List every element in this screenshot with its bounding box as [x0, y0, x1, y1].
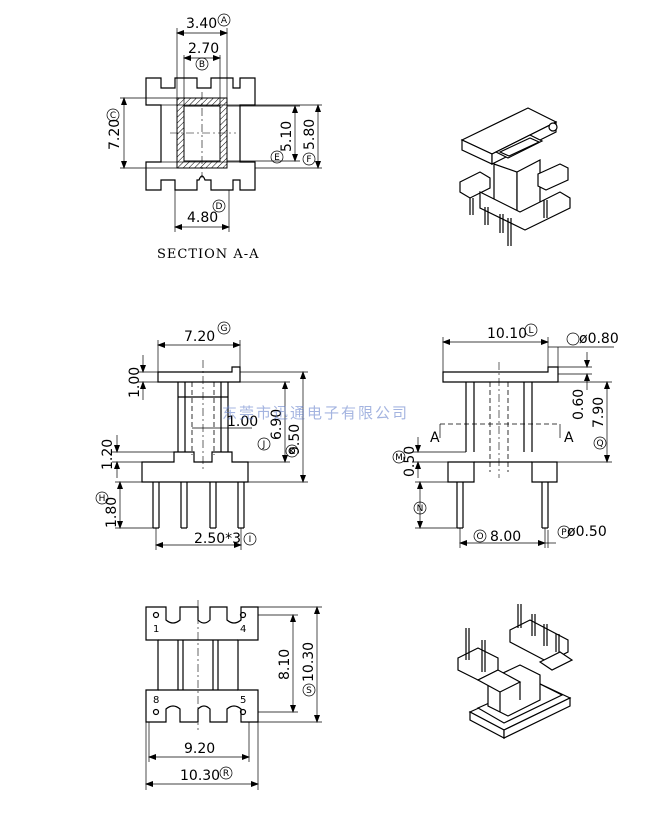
dim-1-80: 1.80: [104, 497, 120, 528]
callout-j: J: [262, 440, 266, 450]
callout-q: Q: [596, 439, 603, 449]
callout-o: O: [476, 532, 483, 542]
dim-8-10: 8.10: [277, 649, 293, 680]
dim-dia-0-80: ø0.80: [579, 331, 619, 347]
dim-7-20-a: 7.20: [107, 119, 123, 150]
pin-label-1: 1: [153, 624, 159, 635]
section-arrow-a-right: A: [564, 430, 574, 446]
section-view: 3.40 A 2.70 B 7.20 C 5.10 E 5.80 F 4.80 …: [106, 13, 322, 262]
front-view: 7.20 G 1.00 1.00 6.90 J 9.50 K 1.20 1.8: [95, 321, 308, 550]
isometric-view-top: [459, 107, 571, 246]
callout-h: H: [99, 494, 106, 504]
callout-a: A: [221, 16, 228, 26]
dim-9-50: 9.50: [287, 424, 303, 455]
dim-6-90: 6.90: [269, 409, 285, 440]
dim-5-80: 5.80: [302, 119, 318, 150]
callout-l: L: [528, 326, 533, 336]
dim-1-20: 1.20: [100, 439, 116, 470]
pin-label-4: 4: [240, 624, 246, 635]
dim-7-90: 7.90: [591, 397, 607, 428]
dim-0-60: 0.60: [571, 389, 587, 420]
isometric-view-bottom: [457, 604, 574, 739]
bottom-view: 1 4 8 5 8.10 10.30 S 9.20 10.30 R: [145, 600, 322, 790]
callout-c: C: [110, 111, 116, 121]
dim-7-20-b: 7.20: [184, 329, 215, 345]
dim-4-80: 4.80: [187, 210, 218, 226]
callout-p: P: [561, 528, 567, 538]
dim-0-50-a: 0.50: [402, 446, 418, 477]
callout-g: G: [221, 324, 228, 334]
dim-10-30-v: 10.30: [301, 642, 317, 682]
callout-f: F: [306, 155, 311, 165]
callout-d: D: [216, 202, 223, 212]
dim-2-50x3: 2.50*3: [194, 531, 241, 547]
dim-2-70: 2.70: [188, 41, 219, 57]
dim-dia-0-50: ø0.50: [567, 524, 607, 540]
watermark-text: 东莞市迅通电子有限公司: [222, 404, 409, 422]
dim-9-20: 9.20: [184, 741, 215, 757]
dim-10-30-h: 10.30: [180, 768, 220, 784]
callout-k: K: [289, 447, 296, 457]
pin-label-8: 8: [153, 695, 159, 706]
callout-s: S: [306, 686, 312, 696]
side-view: A A 10.10 L ø0.80 0.60 7.90 Q 0.5: [392, 323, 619, 548]
dim-1-00-b: 1.00: [227, 414, 258, 430]
pin-label-5: 5: [240, 695, 246, 706]
dim-1-00-a: 1.00: [127, 367, 143, 398]
callout-r: R: [223, 769, 229, 779]
callout-i: I: [249, 535, 252, 545]
dim-10-10: 10.10: [487, 326, 527, 342]
callout-m: M: [395, 453, 403, 463]
section-label: SECTION A-A: [157, 247, 259, 262]
dim-5-10: 5.10: [279, 121, 295, 152]
dim-3-40: 3.40: [186, 16, 217, 32]
section-arrow-a-left: A: [430, 430, 440, 446]
callout-b: B: [199, 60, 205, 70]
callout-e: E: [274, 153, 280, 163]
callout-n: N: [417, 504, 424, 514]
dim-8-00: 8.00: [490, 529, 521, 545]
